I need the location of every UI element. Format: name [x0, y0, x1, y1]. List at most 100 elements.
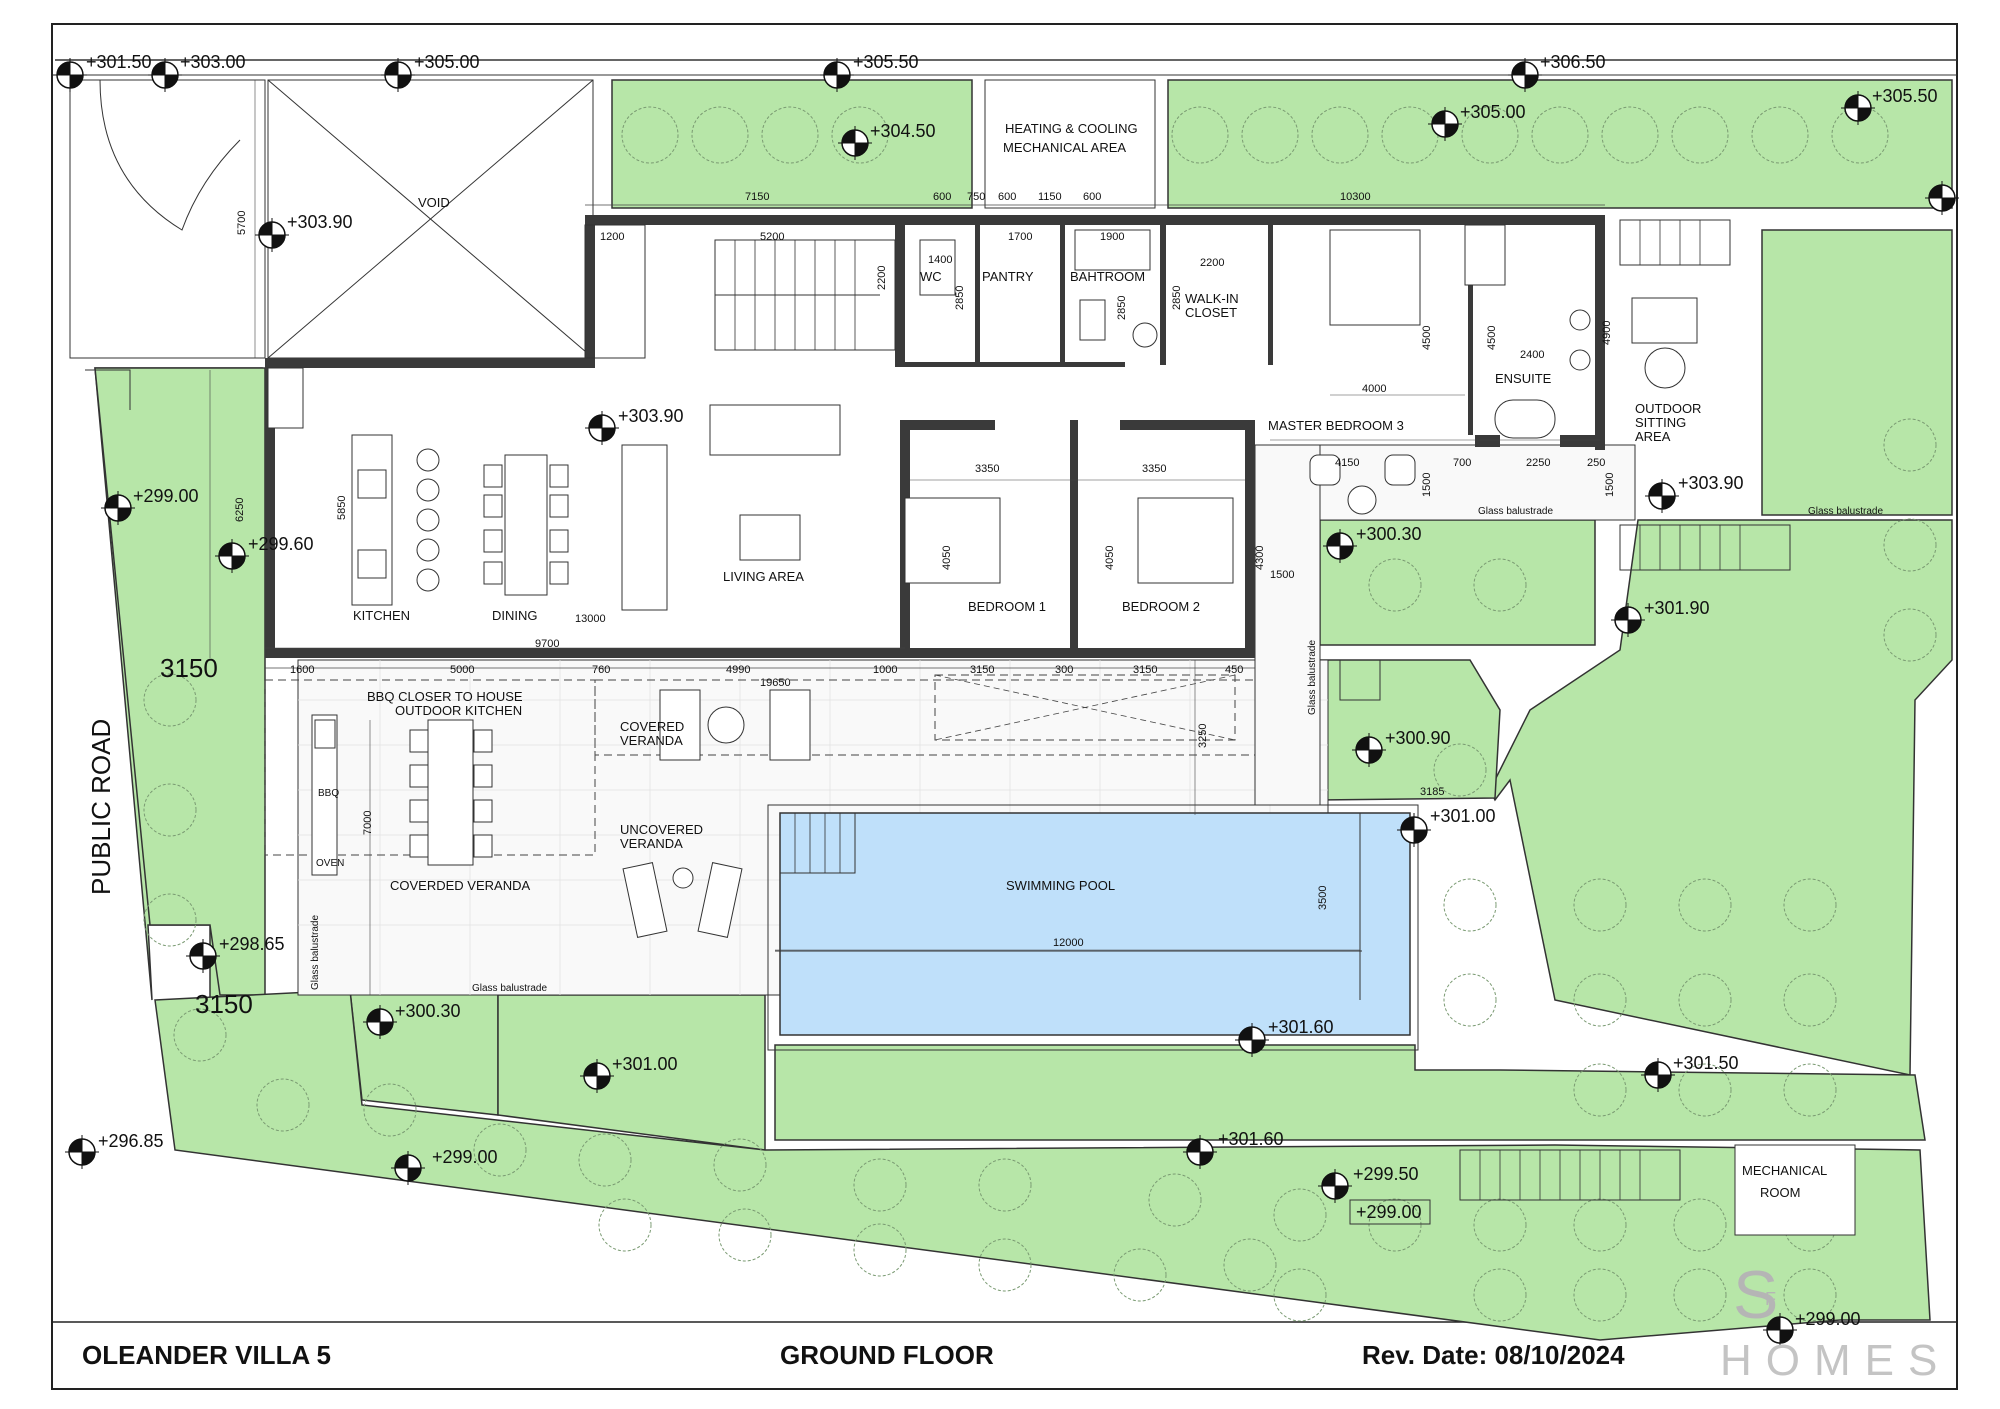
- label-master: MASTER BEDROOM 3: [1268, 418, 1404, 433]
- level-marker-icon: [1352, 733, 1386, 767]
- level-marker-icon: [1235, 1023, 1269, 1057]
- note-glass-5: Glass balustrade: [1307, 640, 1318, 715]
- dim-3500: 3500: [1317, 886, 1329, 910]
- level-marker-icon: [1183, 1135, 1217, 1169]
- brand-logo-letter: S: [1733, 1257, 1778, 1333]
- level-299-50: +299.50: [1353, 1164, 1419, 1184]
- label-walkin-1: WALK-IN: [1185, 291, 1239, 306]
- level-marker-icon: [381, 58, 415, 92]
- dim-700: 700: [1453, 457, 1471, 469]
- dim-5700: 5700: [236, 211, 248, 235]
- level-301-60-b: +301.60: [1218, 1129, 1284, 1149]
- label-wc: WC: [920, 269, 942, 284]
- dim-19650: 19650: [760, 677, 791, 689]
- floor-title: GROUND FLOOR: [780, 1340, 994, 1370]
- dim-760: 760: [592, 664, 610, 676]
- covered-veranda-outline-2: [594, 679, 1256, 756]
- level-marker-icon: [580, 1059, 614, 1093]
- level-marker-icon: [186, 939, 220, 973]
- label-dining: DINING: [492, 608, 538, 623]
- mechanical-room: [1734, 1144, 1856, 1236]
- dim-3185: 3185: [1420, 786, 1444, 798]
- dim-600-a: 600: [933, 191, 951, 203]
- dim-2250: 2250: [1526, 457, 1550, 469]
- dim-1900: 1900: [1100, 231, 1124, 243]
- main-staircase: [714, 239, 896, 351]
- outdoor-stairs-ne: [1619, 219, 1731, 266]
- label-bathroom: BAHTROOM: [1070, 269, 1145, 284]
- level-299-00-b: +299.00: [432, 1147, 498, 1167]
- level-299-00-d: +299.00: [1795, 1309, 1861, 1329]
- level-298-65: +298.65: [219, 934, 285, 954]
- dim-4300: 4300: [1254, 546, 1266, 570]
- label-void: VOID: [418, 195, 450, 210]
- label-outdoor-1: OUTDOOR: [1635, 401, 1701, 416]
- dim-7000: 7000: [362, 811, 374, 835]
- pergola-outline: [934, 674, 1236, 741]
- dim-10300: 10300: [1340, 191, 1371, 203]
- level-marker-icon: [363, 1005, 397, 1039]
- note-glass-4: Glass balustrade: [310, 915, 321, 990]
- level-box: [1349, 1199, 1431, 1225]
- dim-9700: 9700: [535, 638, 559, 650]
- label-oven-unit: OVEN: [316, 858, 344, 869]
- dim-250: 250: [1587, 457, 1605, 469]
- label-outdoor-2: SITTING: [1635, 415, 1686, 430]
- label-uncovered-2: VERANDA: [620, 836, 683, 851]
- entry-hall: [584, 224, 646, 359]
- dim-2200-a: 2200: [1200, 257, 1224, 269]
- level-299-60: +299.60: [248, 534, 314, 554]
- level-304-50: +304.50: [870, 121, 936, 141]
- level-305-00-b: +305.00: [1460, 102, 1526, 122]
- level-301-50-b: +301.50: [1673, 1053, 1739, 1073]
- level-296-85: +296.85: [98, 1131, 164, 1151]
- label-mech-room-1: MECHANICAL: [1742, 1163, 1827, 1178]
- label-bbq-2: OUTDOOR KITCHEN: [395, 703, 522, 718]
- garden-south: [154, 989, 1931, 1341]
- level-305-50-b: +305.50: [1872, 86, 1938, 106]
- dim-600-b: 600: [998, 191, 1016, 203]
- level-marker-icon: [1925, 181, 1959, 215]
- dim-3350-a: 3350: [975, 463, 999, 475]
- level-labels: +301.50 +303.00 +305.00 +305.50 +306.50 …: [86, 52, 1938, 1329]
- label-covered-1: COVERED: [620, 719, 684, 734]
- label-bedroom2: BEDROOM 2: [1122, 599, 1200, 614]
- dim-12000: 12000: [1053, 937, 1084, 949]
- outdoor-stairs-s: [1459, 1149, 1681, 1201]
- setback-south: 3150: [195, 989, 253, 1019]
- label-public-road: PUBLIC ROAD: [86, 719, 116, 895]
- level-299-00-a: +299.00: [133, 486, 199, 506]
- label-mech-2: MECHANICAL AREA: [1003, 140, 1126, 155]
- dim-7150: 7150: [745, 191, 769, 203]
- level-marker-icon: [1641, 1058, 1675, 1092]
- level-300-30-a: +300.30: [1356, 524, 1422, 544]
- level-305-00-a: +305.00: [414, 52, 480, 72]
- level-marker-icon: [1841, 91, 1875, 125]
- label-uncovered-1: UNCOVERED: [620, 822, 703, 837]
- dim-5850: 5850: [336, 496, 348, 520]
- dim-6250: 6250: [234, 498, 246, 522]
- dim-1400: 1400: [928, 254, 952, 266]
- level-301-60-a: +301.60: [1268, 1017, 1334, 1037]
- dim-1500-c: 1500: [1270, 569, 1294, 581]
- sheet-border: [51, 23, 1958, 1390]
- level-marker-icon: [585, 411, 619, 445]
- label-mech-1: HEATING & COOLING: [1005, 121, 1138, 136]
- dim-4000: 4000: [1362, 383, 1386, 395]
- dim-4050-a: 4050: [941, 546, 953, 570]
- level-marker-icon: [65, 1135, 99, 1169]
- dim-1000: 1000: [873, 664, 897, 676]
- dim-2200-b: 2200: [876, 266, 888, 290]
- gate-swing: [99, 79, 241, 231]
- label-bbq-unit: BBQ: [318, 788, 339, 799]
- level-marker-icon: [1611, 603, 1645, 637]
- dim-1150: 1150: [1038, 191, 1062, 203]
- dim-2850-c: 2850: [1171, 286, 1183, 310]
- label-bbq-1: BBQ CLOSER TO HOUSE: [367, 689, 523, 704]
- rev-date: Rev. Date: 08/10/2024: [1362, 1340, 1625, 1370]
- dim-750: 750: [967, 191, 985, 203]
- dim-5200: 5200: [760, 231, 784, 243]
- dim-4500-b: 4500: [1486, 326, 1498, 350]
- trees: [143, 106, 1937, 1322]
